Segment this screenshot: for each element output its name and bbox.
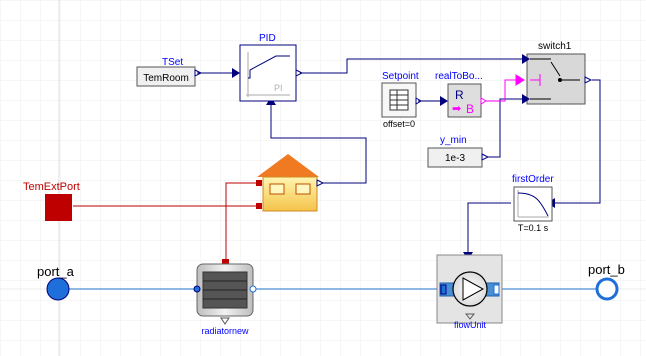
conn-house-radiator — [225, 182, 258, 264]
port-a-circle — [46, 277, 70, 301]
flow-unit-name: flowUnit — [454, 320, 487, 330]
radiator-heat-port — [222, 259, 229, 266]
pid-output-port — [295, 69, 304, 77]
port-b-name: port_b — [588, 262, 625, 277]
conn-pid-switch — [300, 58, 522, 74]
conn-boolean-switch — [482, 79, 522, 102]
real-to-boolean-box — [447, 83, 482, 118]
pid-block[interactable]: PID PI — [239, 33, 304, 102]
conn-ymin-switch — [488, 98, 522, 158]
flow-unit-block[interactable]: flowUnit — [436, 254, 503, 330]
switch1-box — [526, 53, 586, 105]
tem-ext-port-square — [45, 194, 72, 221]
y-min-value: 1e-3 — [445, 153, 465, 164]
house-block[interactable] — [256, 154, 325, 212]
first-order-param: T=0.1 s — [518, 223, 549, 233]
tset-name: TSet — [162, 57, 183, 68]
tset-block[interactable]: TSet TemRoom — [136, 57, 203, 87]
real-to-boolean-name: realToBo... — [435, 71, 483, 82]
house-roof — [257, 154, 319, 177]
real-to-boolean-block[interactable]: realToBo... R ➡ B — [435, 71, 487, 118]
port-a-name: port_a — [37, 264, 75, 279]
first-order-block[interactable]: firstOrder T=0.1 s — [512, 174, 554, 233]
pid-mode: PI — [274, 83, 283, 93]
svg-text:➡: ➡ — [452, 103, 461, 115]
tem-ext-port-name: TemExtPort — [23, 181, 80, 193]
radiator-block[interactable]: radiatornew — [193, 259, 257, 336]
setpoint-name: Setpoint — [382, 71, 419, 82]
first-order-name: firstOrder — [512, 174, 554, 185]
pid-box — [239, 44, 297, 102]
conn-firstorder-flowunit — [467, 202, 511, 252]
heat-connections — [73, 182, 258, 264]
radiator-port-b — [249, 285, 257, 293]
pid-name: PID — [259, 33, 276, 44]
y-min-block[interactable]: y_min 1e-3 — [427, 135, 490, 168]
conn-switch-firstorder — [555, 79, 601, 204]
y-min-name: y_min — [440, 135, 467, 146]
switch1-name: switch1 — [538, 41, 572, 52]
first-order-box — [513, 186, 553, 222]
tem-ext-port-block[interactable]: TemExtPort — [23, 181, 80, 221]
port-b[interactable]: port_b — [588, 262, 625, 301]
radiator-name: radiatornew — [201, 326, 249, 336]
tset-value: TemRoom — [143, 73, 189, 84]
house-heat-port-top — [256, 180, 262, 186]
port-a[interactable]: port_a — [37, 264, 75, 301]
house-heat-port-bottom — [256, 203, 262, 209]
tset-output-port — [194, 69, 203, 77]
real-to-boolean-r: R — [455, 88, 464, 102]
conn-house-pid — [270, 105, 367, 184]
setpoint-block[interactable]: Setpoint offset=0 — [381, 71, 422, 129]
real-to-boolean-b: B — [466, 102, 474, 116]
radiator-port-a — [193, 285, 201, 293]
setpoint-param: offset=0 — [383, 119, 415, 129]
port-b-circle — [595, 277, 619, 301]
switch1-block[interactable]: switch1 — [515, 41, 593, 105]
